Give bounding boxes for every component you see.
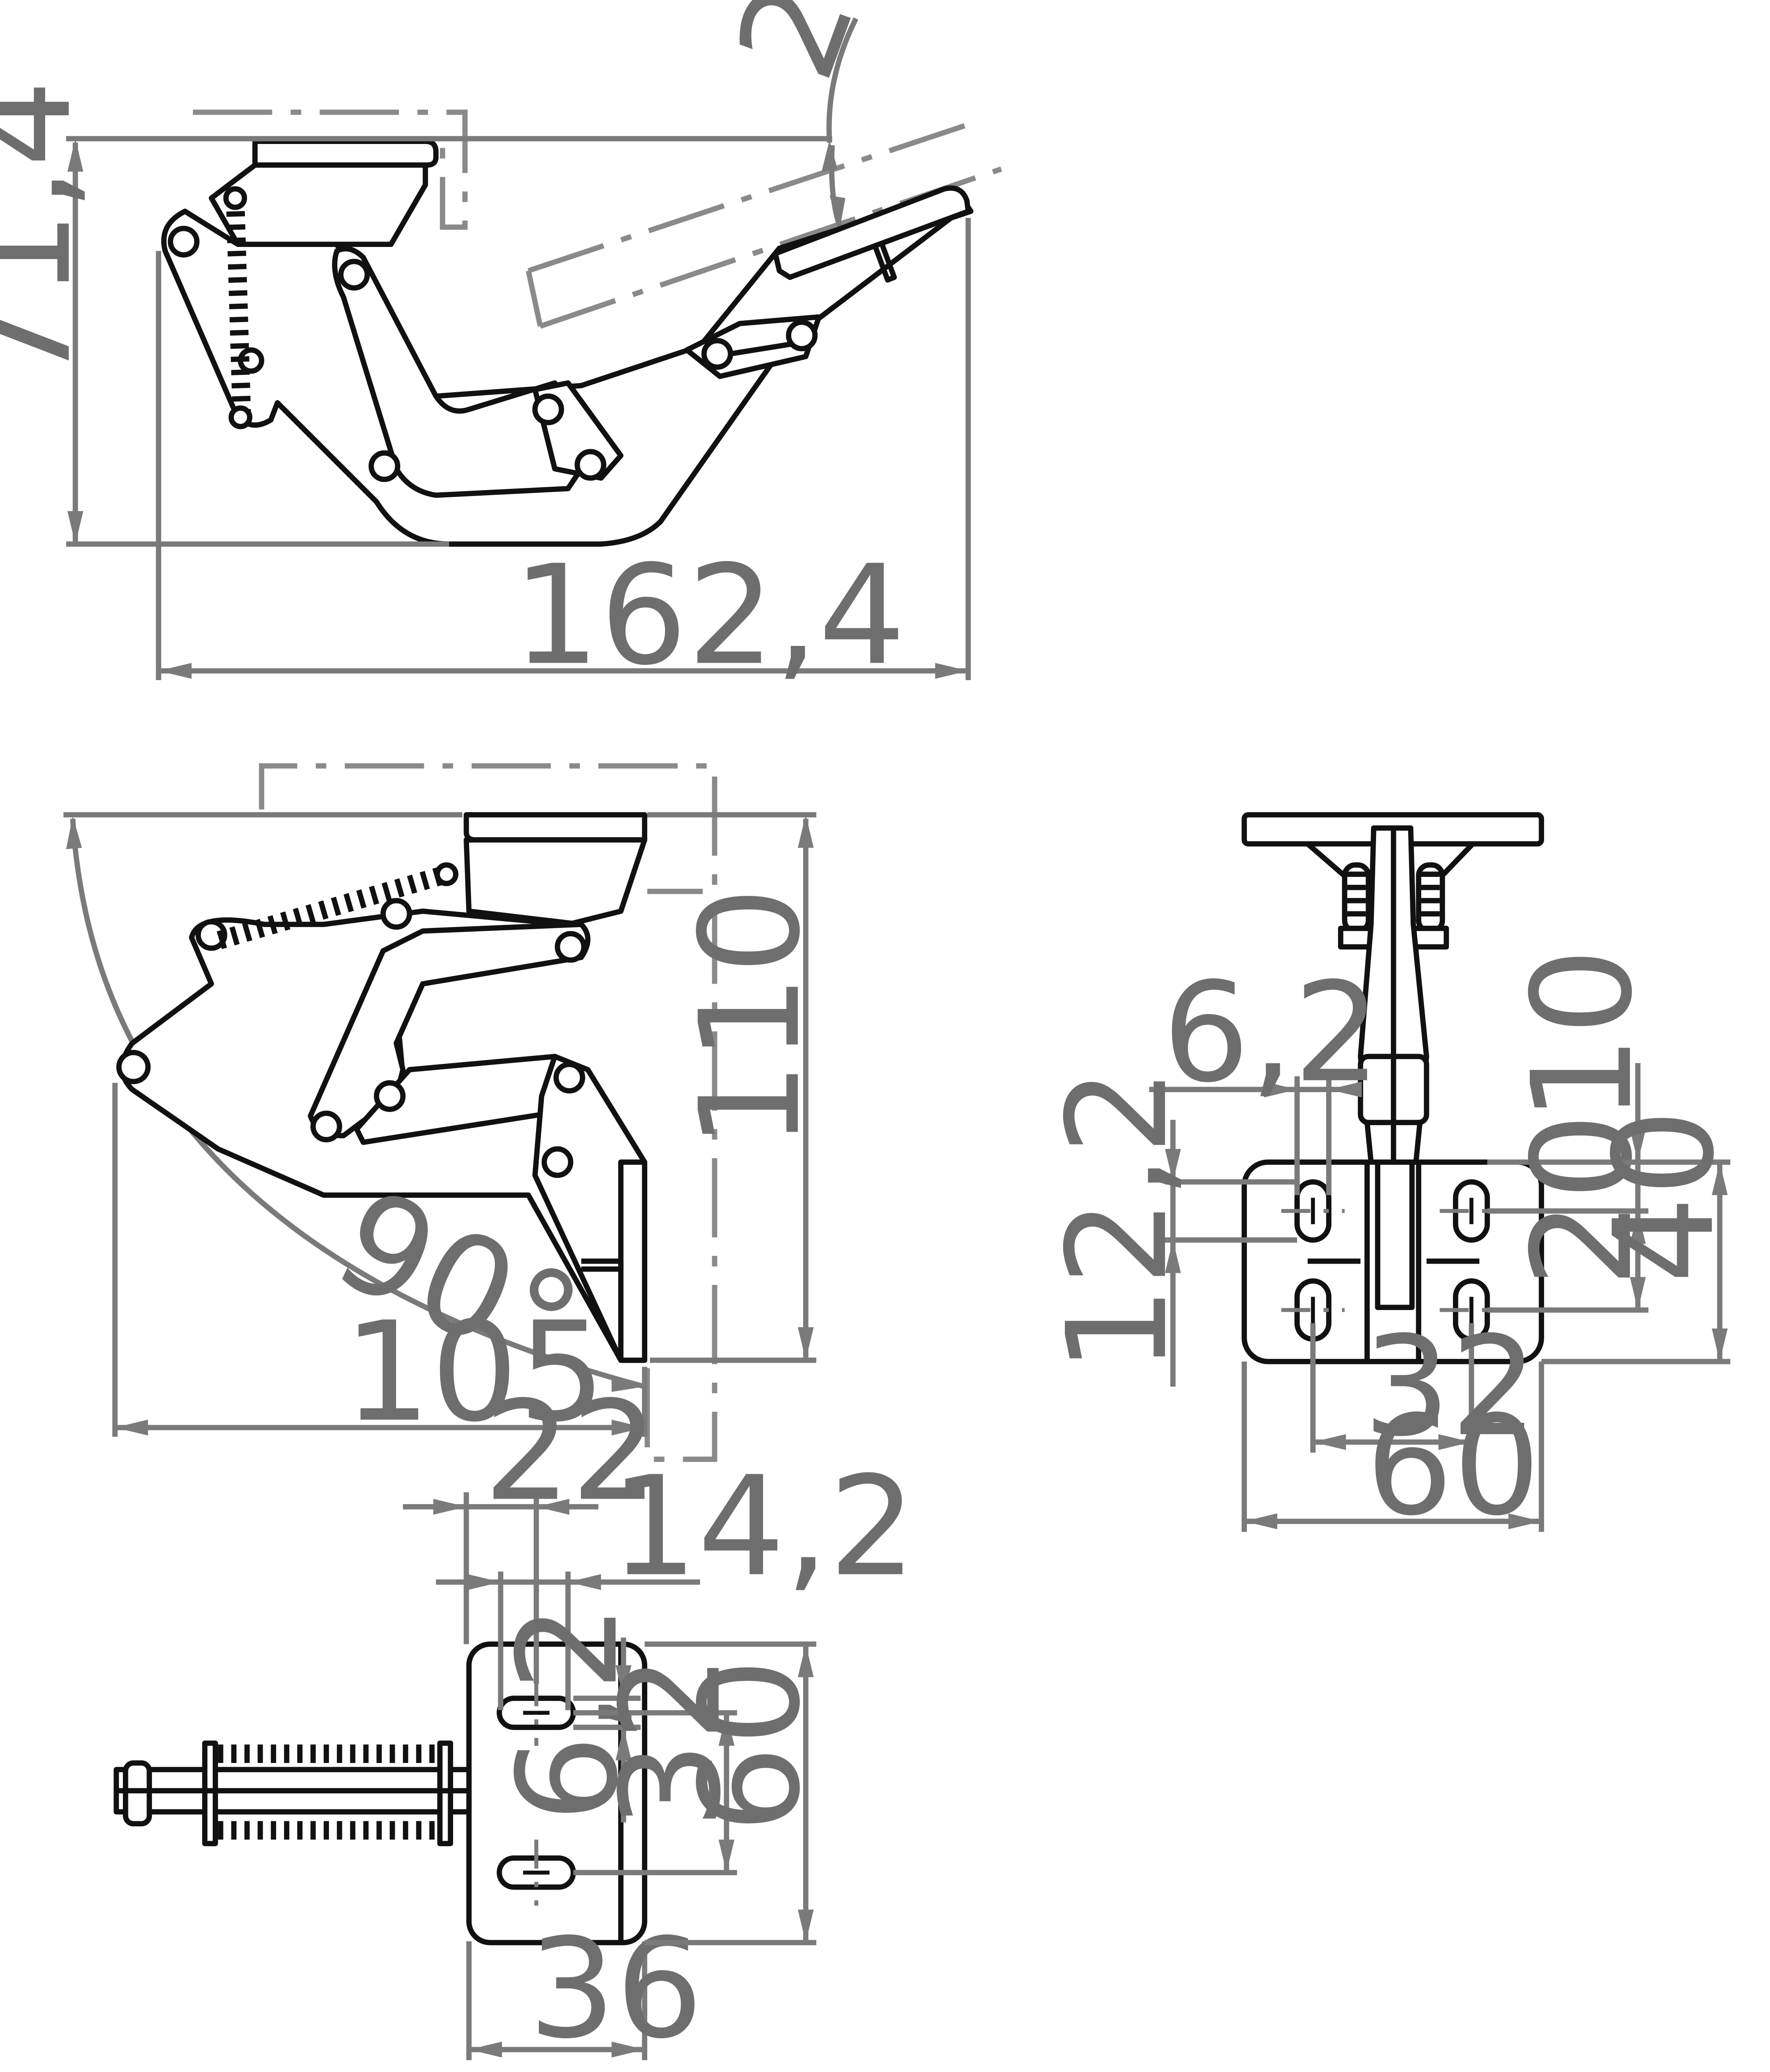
hole-spacing-32-label: 32 xyxy=(591,1654,751,1829)
mechanism-end xyxy=(123,1760,152,1827)
dim-arrow xyxy=(433,1499,467,1515)
lid-arm xyxy=(1375,1159,1415,1310)
offset-14-2-label: 14,2 xyxy=(610,1447,916,1607)
pivot-pin xyxy=(168,225,200,258)
dim-arrow xyxy=(469,2042,502,2058)
pivot-pin xyxy=(553,1061,585,1094)
pivot-pin xyxy=(786,320,818,352)
dim-arrow xyxy=(568,1574,601,1590)
dim-arrow xyxy=(1630,1211,1646,1244)
offset-22-label: 22 xyxy=(483,1371,658,1531)
angle-arrow xyxy=(821,140,838,172)
dim-arrow xyxy=(158,663,192,679)
dim-arrow xyxy=(67,511,84,544)
spring-anchor xyxy=(202,1740,218,1847)
dim-arrow xyxy=(1165,1240,1181,1273)
height-71-4-label: 71,4 xyxy=(0,80,101,385)
side-view-20-degrees: 71,4 162,4 20° xyxy=(0,0,1002,695)
plate-view: 36 22 14,2 6,2 32 60 xyxy=(114,1371,916,2069)
dim-arrow xyxy=(611,2042,645,2058)
front-view: 6,2 12,2 10 20 40 32 60 xyxy=(1037,812,1744,1546)
angle-arrow xyxy=(66,816,82,849)
dim-arrow xyxy=(1508,1513,1542,1530)
lid-plate-stem xyxy=(872,241,897,283)
pivot-pin xyxy=(338,259,370,291)
dim-arrow xyxy=(1712,1328,1728,1362)
dim-arrow xyxy=(1165,1149,1181,1182)
dim-arrow xyxy=(467,1574,501,1590)
dim-arrow xyxy=(798,1644,814,1677)
hole-spacing-32-label: 32 xyxy=(1363,1307,1538,1467)
top-mounting-plate xyxy=(464,812,647,843)
width-105-label: 105 xyxy=(343,1292,605,1452)
pivot-pin xyxy=(532,393,564,426)
lid-mounting-plate xyxy=(773,185,971,280)
pivot-pin xyxy=(541,1146,573,1178)
pivot-pin xyxy=(116,1050,151,1085)
dim-arrow xyxy=(1630,1277,1646,1310)
dim-arrow xyxy=(798,1909,814,1943)
height-110-label: 110 xyxy=(671,887,831,1149)
spring-anchor xyxy=(437,1740,453,1847)
ghost-closed-lid xyxy=(193,109,468,230)
top-offset-10-label: 10 xyxy=(1502,948,1662,1123)
tension-spring xyxy=(226,198,251,417)
dim-arrow xyxy=(115,1419,148,1436)
dim-arrow xyxy=(1438,1434,1471,1450)
spring-end xyxy=(434,862,459,886)
pivot-pin xyxy=(195,919,228,951)
dim-arrow xyxy=(615,1665,632,1698)
pivot-pin xyxy=(701,338,733,370)
plate-height-40-label: 40 xyxy=(1584,1109,1744,1284)
dim-arrow xyxy=(1264,1081,1297,1098)
dim-arrow xyxy=(611,1419,645,1436)
plate-width-60-label: 60 xyxy=(1366,1386,1541,1546)
dim-arrow xyxy=(798,815,814,848)
pivot-pin xyxy=(374,1080,406,1112)
plate-gusset xyxy=(1306,842,1475,880)
dim-arrow xyxy=(1313,1434,1346,1450)
lid-plate-stem xyxy=(581,1258,624,1272)
lid-mounting-plate xyxy=(618,1159,647,1363)
height-60-label: 60 xyxy=(671,1658,831,1833)
angle-arc-20 xyxy=(826,17,858,143)
dim-arrow xyxy=(718,1713,735,1746)
dim-arrow xyxy=(1244,1513,1278,1530)
angle-arrow xyxy=(829,195,846,228)
slot-height-12-2-label: 12,2 xyxy=(1037,1068,1197,1373)
hole-spacing-20-label: 20 xyxy=(1502,1113,1662,1288)
width-162-4-label: 162,4 xyxy=(513,535,906,695)
dim-arrow xyxy=(536,1499,570,1515)
slot-width-6-2-label: 6,2 xyxy=(1162,953,1381,1113)
ghost-closed-lid xyxy=(259,763,717,894)
dim-arrow xyxy=(1712,1162,1728,1195)
dim-arrow xyxy=(718,1839,735,1873)
angle-arc-90 xyxy=(70,819,646,1389)
dim-arrow xyxy=(1329,1081,1362,1098)
dim-arrow xyxy=(935,663,969,679)
dim-arrow xyxy=(798,1327,814,1360)
top-mounting-plate xyxy=(252,138,439,168)
pivot-pin xyxy=(380,898,413,930)
spring-end xyxy=(228,405,252,429)
dim-arrow xyxy=(1630,1129,1646,1162)
width-36-label: 36 xyxy=(528,1909,703,2069)
pivot-pin xyxy=(368,450,400,482)
pivot-pin xyxy=(554,931,587,963)
pivot-pin xyxy=(310,1110,342,1142)
dim-arrow xyxy=(615,1727,632,1760)
spring-end xyxy=(223,186,247,210)
side-view-90-degrees: 110 105 90° xyxy=(63,763,831,1462)
angle-20-label: 20° xyxy=(706,0,939,98)
linkage-arm-1 xyxy=(332,246,597,498)
dim-arrow xyxy=(67,138,84,172)
pivot-pin xyxy=(574,449,606,481)
